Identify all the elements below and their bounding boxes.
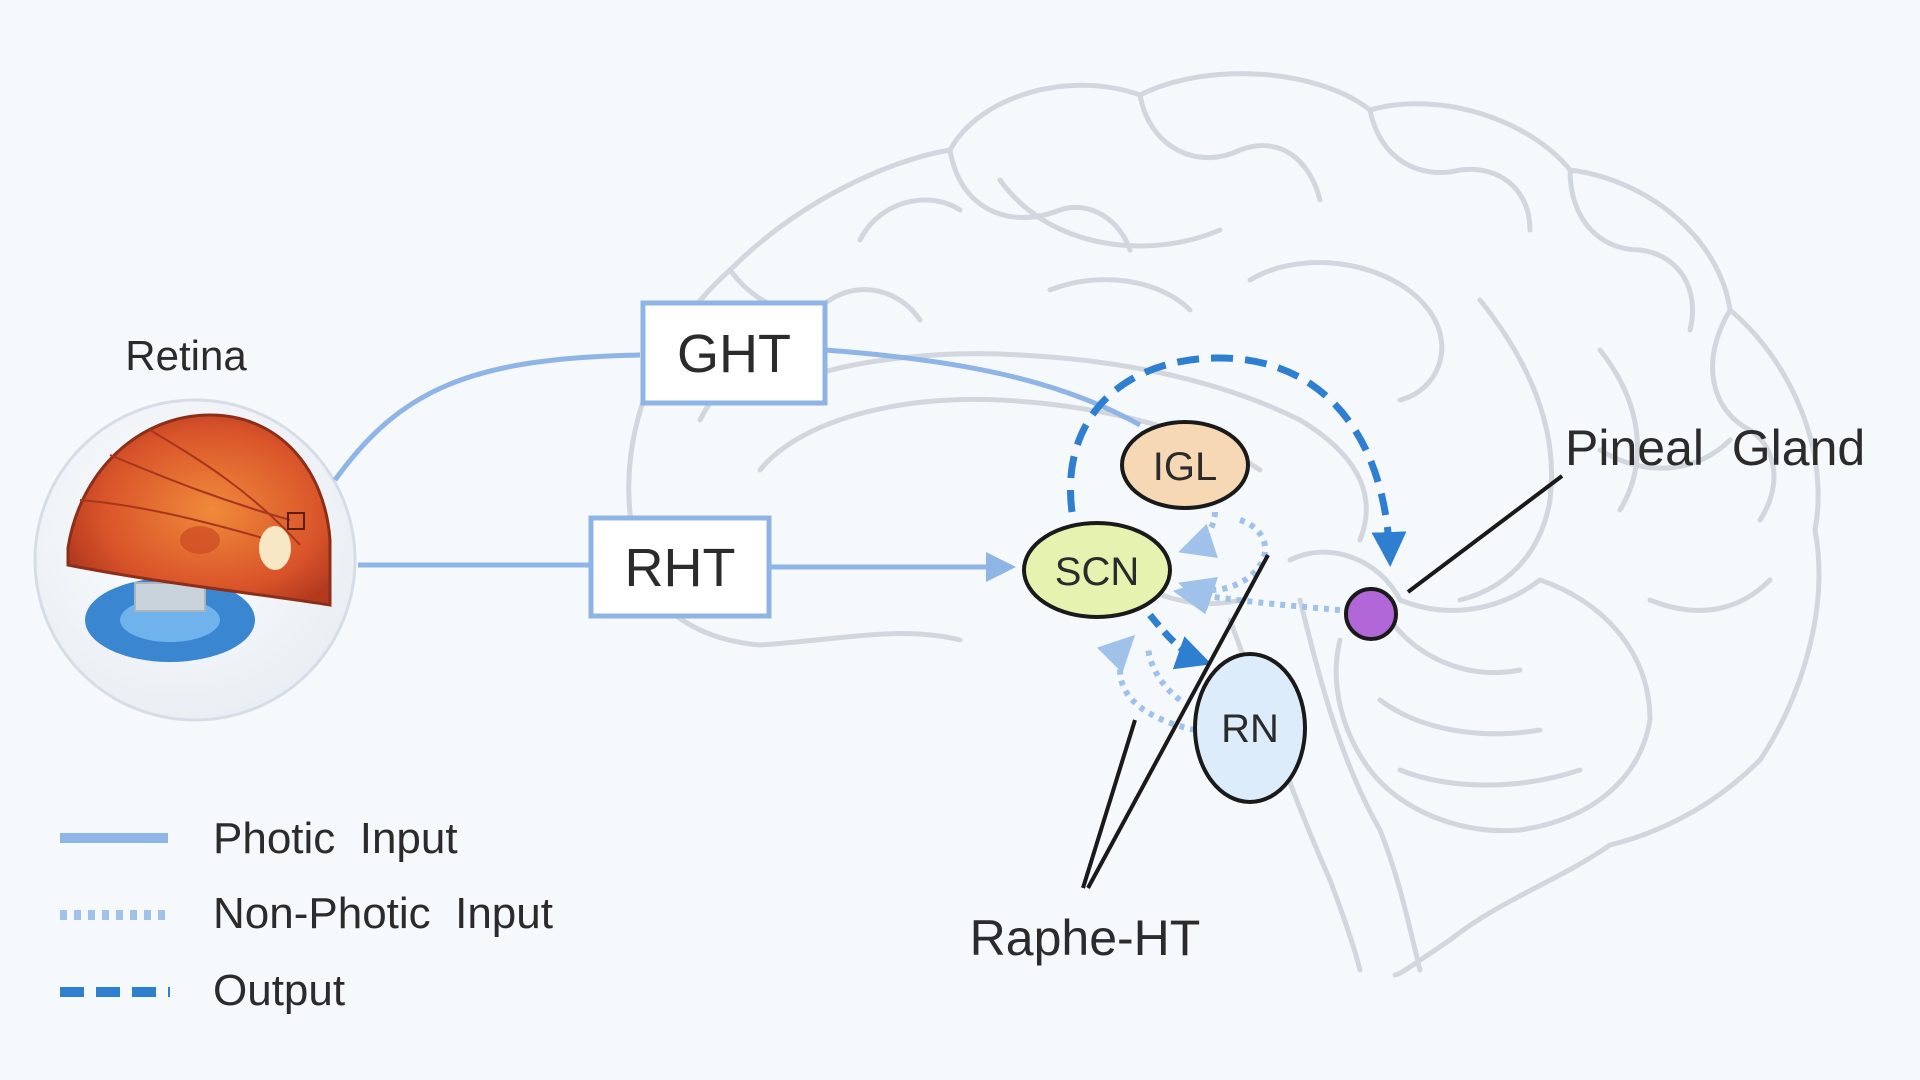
rht-box bbox=[588, 515, 772, 619]
legend-non-photic-label: Non-Photic Input bbox=[213, 889, 553, 938]
igl-node bbox=[1120, 420, 1250, 510]
igl-label: IGL bbox=[1153, 445, 1217, 489]
legend-output-label: Output bbox=[213, 966, 345, 1015]
output-arc-scn-to-pineal bbox=[1067, 354, 1407, 567]
ght-box bbox=[640, 300, 828, 406]
raphe-ht-label: Raphe-HT bbox=[970, 910, 1201, 966]
rn-label: RN bbox=[1221, 707, 1279, 751]
scn-label: SCN bbox=[1055, 550, 1139, 594]
non-photic-pineal-to-scn bbox=[1172, 578, 1341, 615]
retina-to-ght-line bbox=[332, 352, 641, 482]
non-photic-rn-to-scn bbox=[1096, 634, 1196, 733]
ght-label: GHT bbox=[677, 324, 791, 384]
scn-node bbox=[1022, 521, 1172, 619]
brain-outline bbox=[626, 71, 1822, 978]
eye-globe-icon bbox=[33, 398, 357, 722]
pineal-gland-label: Pineal Gland bbox=[1565, 420, 1865, 476]
raphe-leader-line-1 bbox=[1081, 719, 1137, 889]
raphe-leader-line-2 bbox=[1086, 554, 1270, 889]
legend: Photic Input Non-Photic Input Output bbox=[60, 814, 553, 1015]
rn-node bbox=[1193, 652, 1307, 804]
pineal-gland-node bbox=[1344, 587, 1398, 641]
ght-to-igl-line bbox=[824, 347, 1142, 428]
output-scn-to-rn bbox=[1147, 612, 1212, 670]
rht-label: RHT bbox=[625, 538, 736, 598]
legend-photic-label: Photic Input bbox=[213, 814, 458, 863]
non-photic-rn-to-scn-2 bbox=[1145, 647, 1182, 703]
retina-label: Retina bbox=[125, 332, 247, 379]
non-photic-igl-to-scn bbox=[1178, 511, 1219, 558]
pineal-leader-line bbox=[1406, 474, 1564, 594]
